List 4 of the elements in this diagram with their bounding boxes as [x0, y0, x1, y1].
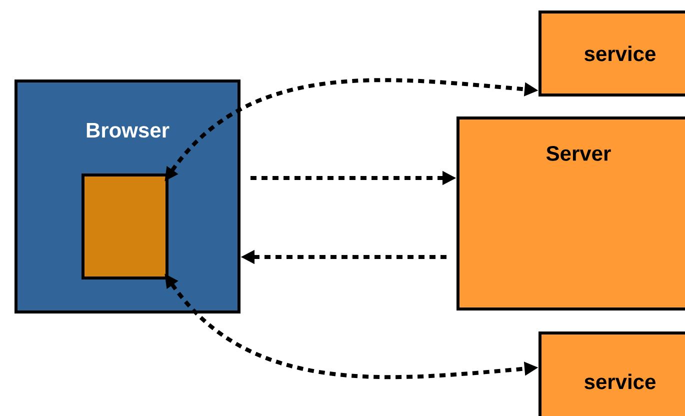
service-box: service [538, 332, 685, 416]
inner-box [82, 174, 168, 280]
service-box: service [538, 10, 685, 96]
server-box: Server [456, 116, 685, 310]
